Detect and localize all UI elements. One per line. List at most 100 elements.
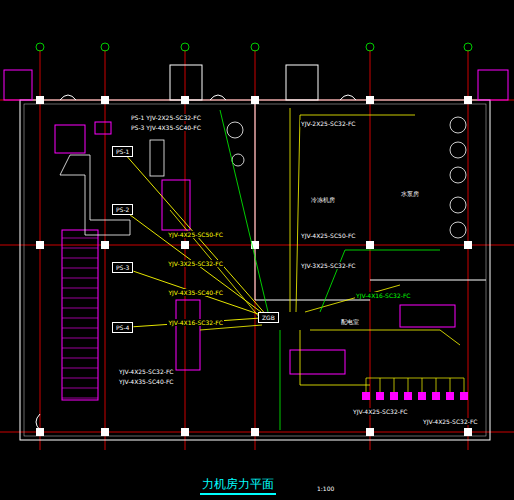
ducts <box>60 122 244 235</box>
feeder-wires <box>170 108 460 385</box>
rung <box>62 368 98 369</box>
pump <box>404 392 412 400</box>
plan-label: PS-1 YJV-2X25-SC32-FC <box>130 114 202 121</box>
right-equipment <box>450 117 466 238</box>
rung <box>62 268 98 269</box>
plan-label: 冷冻机房 <box>310 196 336 203</box>
pump-wire <box>422 378 423 392</box>
panel-label: PS-3 <box>116 264 129 271</box>
pump-wire <box>464 378 465 392</box>
pump-wire <box>408 378 409 392</box>
panel-box: PS-1 <box>112 146 133 157</box>
column <box>36 96 44 104</box>
column <box>101 241 109 249</box>
pump <box>432 392 440 400</box>
drawing-title: 力机房力平面 <box>200 476 276 495</box>
rung <box>62 338 98 339</box>
column <box>181 241 189 249</box>
pump-bus <box>366 378 464 379</box>
equipment-circle <box>450 117 466 133</box>
rung <box>62 398 98 399</box>
column <box>36 428 44 436</box>
plan-label: YJV-4X25-SC32-FC <box>352 408 409 415</box>
rung <box>62 238 98 239</box>
rung <box>62 328 98 329</box>
column <box>181 96 189 104</box>
pump-wire <box>380 378 381 392</box>
rung <box>62 318 98 319</box>
cable-label: YJV-4X35-SC40-FC <box>167 289 224 296</box>
column <box>366 96 374 104</box>
column <box>366 241 374 249</box>
green-wires <box>220 110 440 430</box>
walls <box>20 65 490 440</box>
plan-label: 1:100 <box>316 485 335 492</box>
plan-label: YJV-2X25-SC32-FC <box>300 120 357 127</box>
plan-label: YJV-4X25-SC32-FC <box>422 418 479 425</box>
rung <box>62 348 98 349</box>
plan-label: PS-3 YJV-4X35-SC40-FC <box>130 124 202 131</box>
panel-box: PS-2 <box>112 204 133 215</box>
column <box>101 428 109 436</box>
panel-box: PS-3 <box>112 262 133 273</box>
conveyor-rungs <box>62 238 98 398</box>
pump <box>460 392 468 400</box>
column <box>464 241 472 249</box>
pump-wire <box>436 378 437 392</box>
feeder-cable <box>133 271 258 314</box>
panel-label: PS-1 <box>116 148 129 155</box>
pump-wire <box>394 378 395 392</box>
plan-label: 水泵房 <box>400 190 420 197</box>
panel-label: PS-4 <box>116 324 129 331</box>
panel-box: PS-4 <box>112 322 133 333</box>
column <box>36 241 44 249</box>
pump-wire <box>450 378 451 392</box>
rung <box>62 278 98 279</box>
feeder-cable <box>130 215 261 312</box>
equipment-circle <box>450 142 466 158</box>
feeder-cable <box>133 318 258 327</box>
pump <box>376 392 384 400</box>
equipment-circle <box>450 167 466 183</box>
equipment <box>55 122 455 400</box>
column <box>101 96 109 104</box>
rung <box>62 308 98 309</box>
equipment-circle <box>450 197 466 213</box>
cable-label: YJV-3X25-SC32-FC <box>167 260 224 267</box>
rung <box>62 358 98 359</box>
cable-label: YJV-4X25-SC50-FC <box>167 231 224 238</box>
column <box>251 96 259 104</box>
rung <box>62 388 98 389</box>
pump <box>390 392 398 400</box>
column <box>181 428 189 436</box>
pump-row <box>362 378 468 400</box>
plan-label: YJV-4X35-SC40-FC <box>118 378 175 385</box>
column <box>464 428 472 436</box>
plan-label: 配电室 <box>340 318 360 325</box>
grid-lines <box>0 50 514 450</box>
plan-label: YJV-4X16-SC32-FC <box>355 292 412 299</box>
equipment-circle <box>450 222 466 238</box>
rung <box>62 248 98 249</box>
panel-label: ZGB <box>262 314 275 321</box>
column <box>251 428 259 436</box>
column <box>366 428 374 436</box>
grid-bubbles <box>36 43 472 51</box>
panel-label: PS-2 <box>116 206 129 213</box>
cable-label: YJV-4X16-SC32-FC <box>167 319 224 326</box>
rung <box>62 378 98 379</box>
stairs <box>4 70 508 100</box>
panel-box: ZGB <box>258 312 279 323</box>
plan-label: YJV-3X25-SC32-FC <box>300 262 357 269</box>
pump <box>446 392 454 400</box>
rung <box>62 298 98 299</box>
rung <box>62 288 98 289</box>
pump <box>362 392 370 400</box>
pump <box>418 392 426 400</box>
plan-label: YJV-4X25-SC32-FC <box>118 368 175 375</box>
rung <box>62 258 98 259</box>
feeder-cable <box>128 157 264 312</box>
